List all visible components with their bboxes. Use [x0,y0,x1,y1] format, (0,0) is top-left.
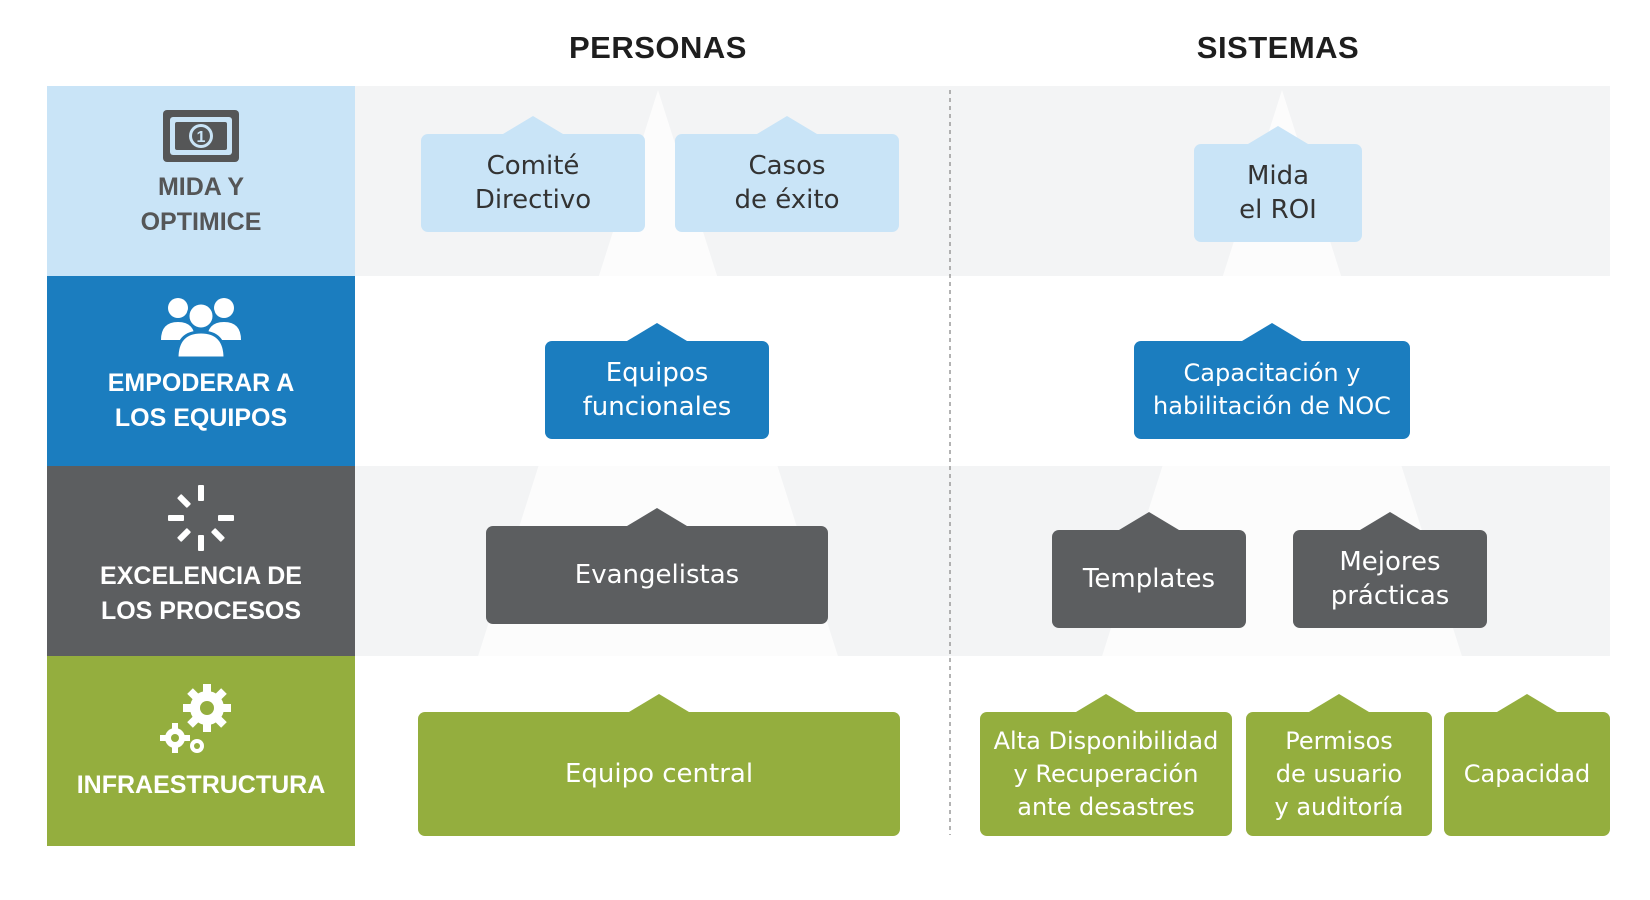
gears-icon [160,684,231,753]
box-capacitacion-noc: Capacitación y habilitación de NOC [1134,323,1410,439]
pyramid-sistemas [1042,90,1522,845]
box-label: Templates [1082,564,1216,594]
row-title-infra: INFRAESTRUCTURA [76,771,326,799]
box-label: Mida el ROI [1239,161,1317,225]
box-label: Alta Disponibilidad y Recuperación ante … [993,726,1219,821]
row-title-empoderar: EMPODERAR A LOS EQUIPOS [107,369,295,432]
box-label: Casos de éxito [734,151,840,215]
box-capacidad: Capacidad [1444,694,1610,836]
box-evangelistas: Evangelistas [486,508,828,624]
row-mida: 1 MIDA Y OPTIMICE [47,108,355,240]
pyramid-personas [418,90,898,845]
box-label: Evangelistas [574,560,740,590]
box-label: Comité Directivo [474,151,592,215]
box-label: Capacidad [1463,759,1591,788]
header-personas: PERSONAS [569,30,747,65]
row-infra: INFRAESTRUCTURA [47,682,355,803]
svg-text:1: 1 [197,129,206,146]
box-mida-el-roi: Mida el ROI [1194,126,1362,242]
band-empoderar [355,276,1610,466]
box-equipo-central: Equipo central [418,694,900,836]
money-bill-icon: 1 [163,110,239,162]
box-label: Equipos funcionales [582,358,732,422]
box-equipos-funcionales: Equipos funcionales [545,323,769,439]
box-label: Mejores prácticas [1330,547,1450,611]
box-comite-directivo: Comité Directivo [421,116,645,232]
box-label: Equipo central [564,759,754,789]
box-permisos-auditoria: Permisos de usuario y auditoría [1246,694,1432,836]
row-excelencia: EXCELENCIA DE LOS PROCESOS [47,483,355,629]
box-alta-disponibilidad: Alta Disponibilidad y Recuperación ante … [980,694,1232,836]
box-templates: Templates [1052,512,1246,628]
box-label: Capacitación y habilitación de NOC [1153,359,1391,420]
team-people-icon [161,298,241,360]
row-empoderar: EMPODERAR A LOS EQUIPOS [47,290,355,436]
box-mejores-practicas: Mejores prácticas [1293,512,1487,628]
row-title-mida: MIDA Y OPTIMICE [140,173,262,236]
row-title-excelencia: EXCELENCIA DE LOS PROCESOS [100,562,302,625]
box-label: Permisos de usuario y auditoría [1274,726,1404,821]
loading-spinner-icon [168,485,234,551]
box-casos-de-exito: Casos de éxito [675,116,899,232]
header-sistemas: SISTEMAS [1196,30,1360,65]
